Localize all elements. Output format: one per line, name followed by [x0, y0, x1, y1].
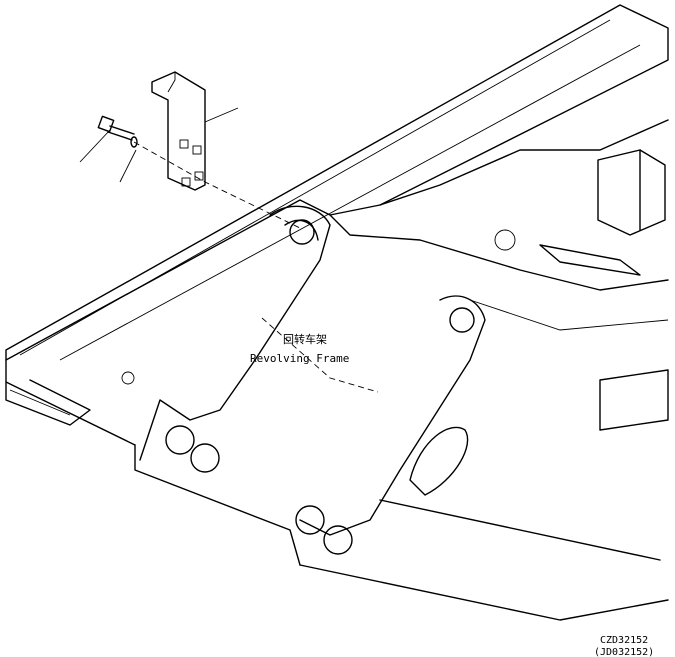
boom-pin-hole-top — [289, 219, 315, 245]
drawing-code-primary: CZD32152 — [600, 635, 648, 646]
leader-bolt — [79, 129, 111, 163]
part-name-en: Revolving Frame — [250, 352, 349, 365]
boss-lower-left-1 — [165, 425, 195, 455]
label-leader — [261, 317, 379, 393]
drawing-code-secondary: (JD032152) — [594, 647, 654, 657]
mounting-bracket — [151, 71, 206, 191]
boss-lower-right-2 — [323, 525, 353, 555]
revolving-frame — [5, 4, 669, 621]
leader-washer — [119, 149, 137, 183]
boss-lower-left-2 — [190, 443, 220, 473]
boss-lower-right-1 — [295, 505, 325, 535]
assembly-center-line — [133, 141, 301, 229]
boom-pin-hole-right — [449, 307, 475, 333]
part-name-cn: 回转车架 — [283, 332, 327, 346]
bolt — [97, 115, 135, 141]
washer — [130, 136, 138, 148]
leader-bracket — [204, 107, 239, 123]
